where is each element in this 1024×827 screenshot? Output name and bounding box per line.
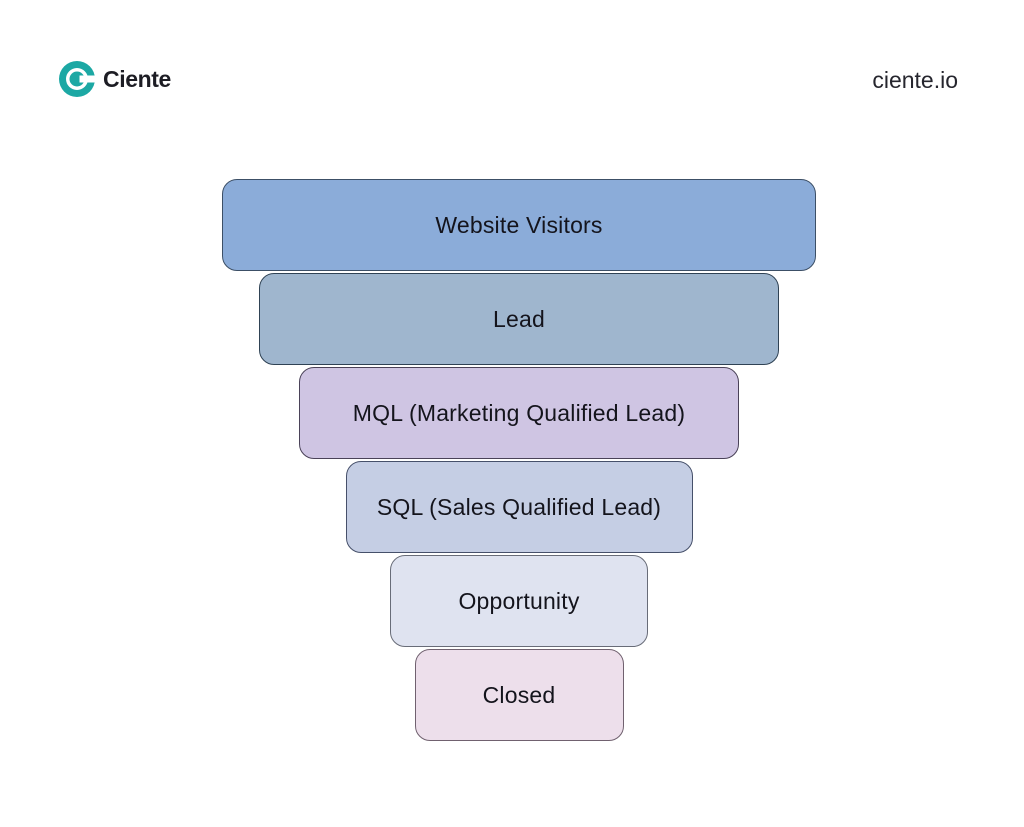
funnel-level-label: MQL (Marketing Qualified Lead) [352, 399, 686, 426]
funnel-level: Website Visitors [222, 179, 816, 271]
brand-name: Ciente [103, 65, 171, 92]
funnel-level-label: Opportunity [458, 587, 580, 614]
funnel-level: Opportunity [390, 555, 648, 647]
funnel-level-label: SQL (Sales Qualified Lead) [376, 493, 662, 520]
funnel-level: Closed [414, 649, 624, 741]
funnel-level-label: Closed [482, 681, 556, 708]
funnel-level-label: Lead [493, 305, 545, 332]
funnel-level: Lead [259, 273, 779, 365]
ciente-logo-icon [59, 61, 95, 97]
site-url: ciente.io [872, 67, 958, 93]
brand-logo: Ciente [59, 61, 171, 97]
funnel-level-label: Website Visitors [435, 211, 603, 238]
funnel-level: SQL (Sales Qualified Lead) [345, 461, 693, 553]
funnel-diagram: Website Visitors Lead MQL (Marketing Qua… [222, 179, 816, 741]
funnel-level: MQL (Marketing Qualified Lead) [299, 367, 739, 459]
